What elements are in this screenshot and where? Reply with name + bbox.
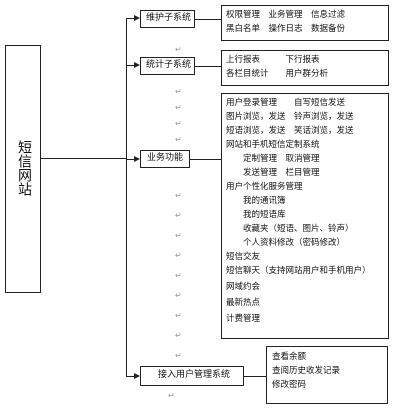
detail-row: 发送管理 栏目管理: [226, 168, 320, 178]
detail-row: 网域约会: [226, 282, 261, 292]
branch-link-maintenance: [195, 19, 221, 20]
branch-box-business: [140, 150, 190, 168]
branch-connector-1: [126, 18, 136, 19]
trunk-line: [126, 18, 127, 376]
branch-box-statistics: [140, 57, 195, 75]
branch-label-statistics: 统计子系统: [146, 60, 192, 70]
paragraph-mark: ↵: [175, 135, 182, 144]
detail-box-maintenance: [221, 5, 389, 41]
detail-row: 网站和手机短信定制系统: [226, 140, 320, 150]
branch-connector-2: [126, 65, 136, 66]
branch-link-statistics: [195, 66, 221, 67]
paragraph-mark: ↵: [175, 45, 182, 54]
branch-label-access-users: 接入用户管理系统: [158, 370, 231, 380]
detail-row: 上行报表 下行报表: [226, 55, 320, 65]
branch-box-maintenance: [140, 10, 195, 28]
detail-row: 用户个性化服务管理: [226, 182, 303, 192]
detail-row: 定制管理 取消管理: [226, 154, 320, 164]
detail-row: 短语浏览，发送 笑话浏览，发送: [226, 126, 354, 136]
detail-row: 查阅历史收发记录: [272, 366, 341, 376]
detail-row: 查看余额: [272, 352, 307, 362]
paragraph-mark: ↵: [175, 87, 182, 96]
paragraph-mark: ↵: [168, 391, 175, 400]
detail-box-access-users: [266, 346, 388, 404]
root-box: [5, 45, 41, 293]
paragraph-mark: ↵: [175, 251, 182, 260]
branch-link-business: [190, 159, 221, 160]
paragraph-mark: ↵: [175, 331, 182, 340]
branch-arrow-4: [134, 373, 140, 379]
branch-arrow-1: [134, 15, 140, 21]
detail-row: 我的短语库: [226, 210, 286, 220]
paragraph-mark: ↵: [175, 291, 182, 300]
detail-row: 最新热点: [226, 298, 261, 308]
branch-label-maintenance: 维护子系统: [146, 13, 192, 23]
paragraph-mark: ↵: [175, 311, 182, 320]
branch-label-business: 业务功能: [147, 153, 184, 163]
paragraph-mark: ↵: [175, 351, 182, 360]
branch-box-access-users: [140, 366, 244, 386]
paragraph-mark: ↵: [175, 211, 182, 220]
branch-connector-4: [126, 376, 136, 377]
paragraph-mark: ↵: [175, 191, 182, 200]
detail-row: 我的通讯簿: [226, 196, 286, 206]
branch-link-access-users: [244, 376, 266, 377]
detail-row: 权限管理 业务管理 信息过滤: [226, 10, 346, 20]
detail-row: 收藏夹（短语、图片、铃声）: [226, 224, 354, 234]
paragraph-mark: ↵: [175, 231, 182, 240]
detail-row: 各栏目统计 用户群分析: [226, 69, 329, 79]
root-connector: [41, 158, 126, 159]
detail-row: 短信交友: [226, 252, 261, 262]
detail-row: 用户登录管理 自写短信发送: [226, 98, 346, 108]
branch-arrow-2: [134, 62, 140, 68]
branch-connector-3: [126, 159, 136, 160]
detail-box-statistics: [221, 50, 389, 86]
detail-row: 短信聊天（支持网站用户和手机用户）: [226, 266, 371, 276]
detail-row: 修改密码: [272, 380, 307, 390]
paragraph-mark: ↵: [175, 119, 182, 128]
paragraph-mark: ↵: [175, 271, 182, 280]
paragraph-mark: ↵: [175, 103, 182, 112]
root-title: 短信网站: [16, 140, 32, 196]
branch-arrow-3: [134, 156, 140, 162]
detail-row: 图片浏览，发送 铃声浏览，发送: [226, 112, 354, 122]
detail-row: 计费管理: [226, 314, 261, 324]
detail-row: 个人资料修改（密码修改）: [226, 238, 346, 248]
detail-row: 黑白名单 操作日志 数据备份: [226, 24, 346, 34]
detail-box-business: [221, 93, 389, 339]
